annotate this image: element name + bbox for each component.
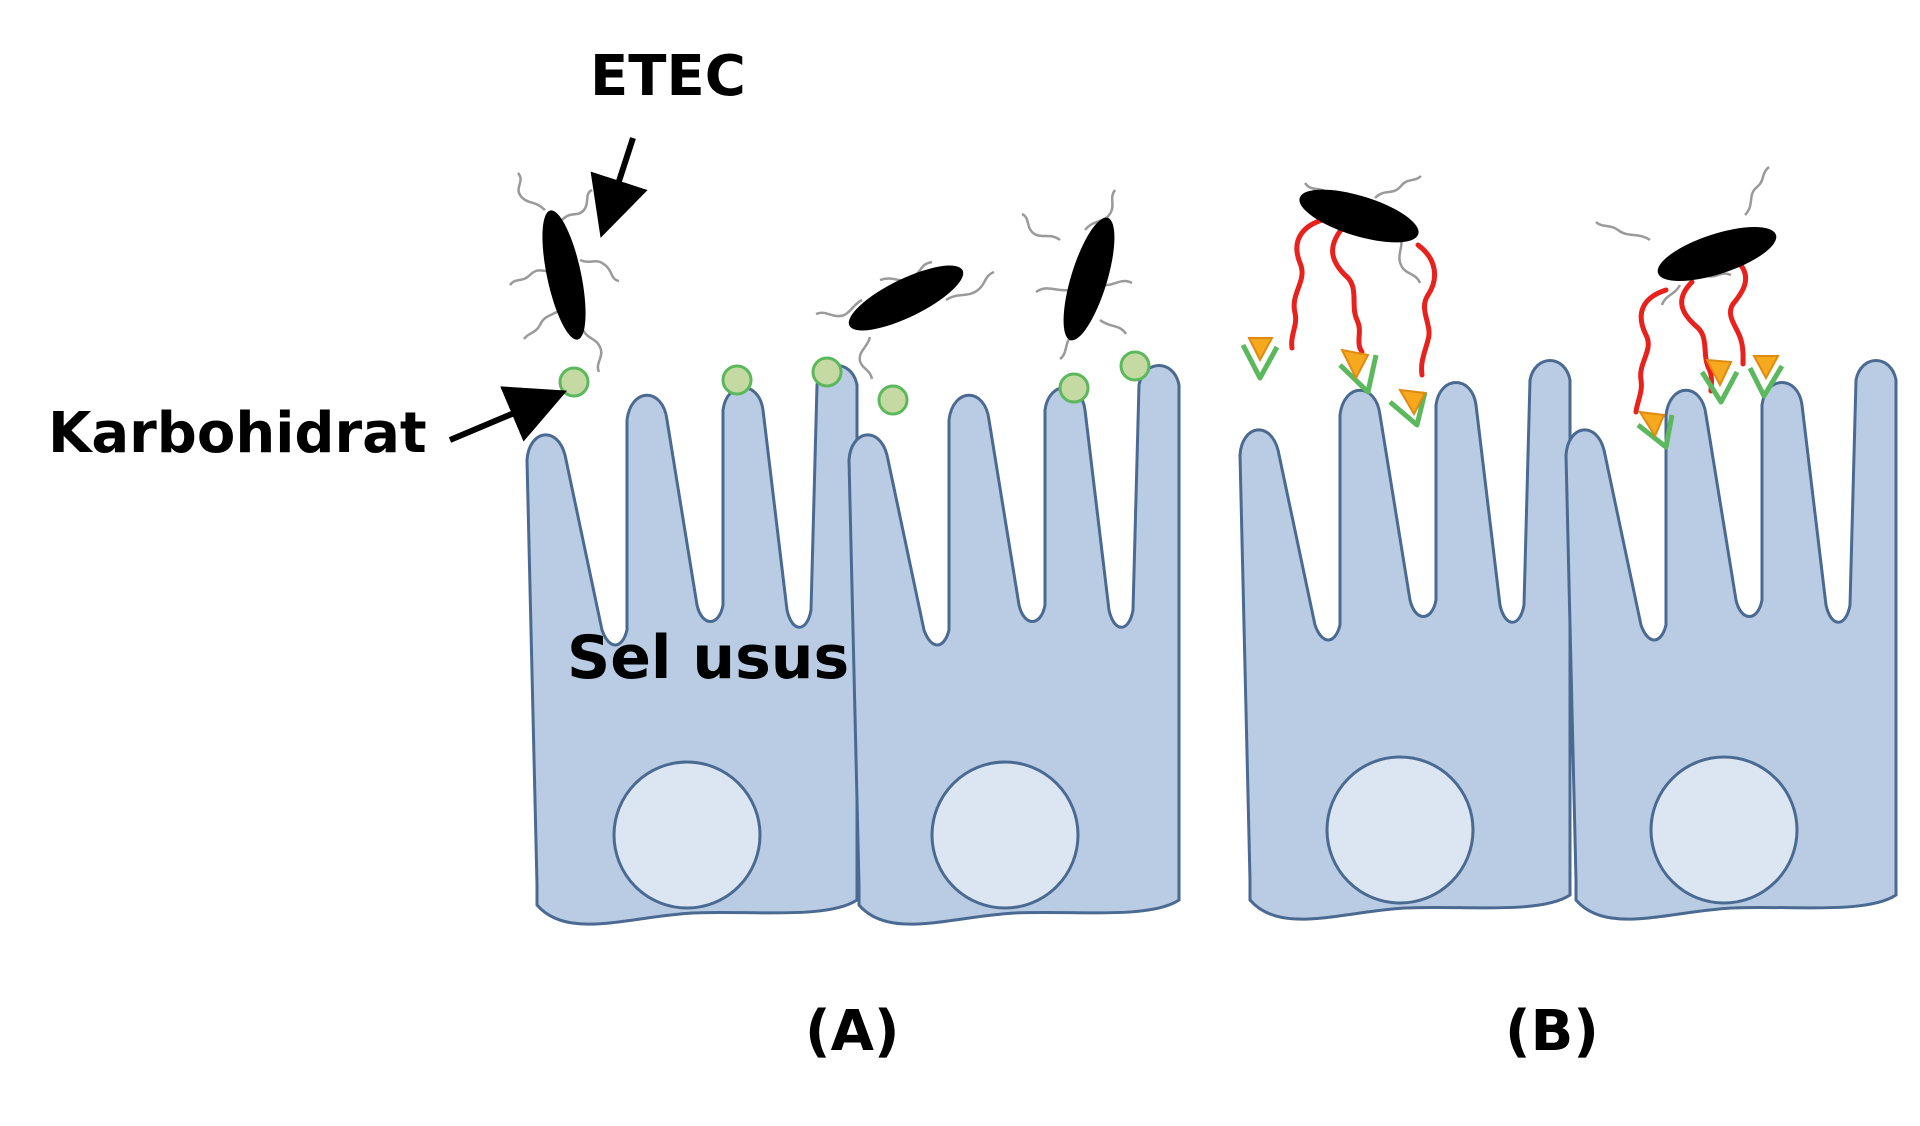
nucleus-b1 (1325, 755, 1475, 905)
carbohydrate-group-a (558, 350, 1151, 416)
bound-complex (1338, 348, 1379, 395)
etec-bacterium (542, 210, 586, 340)
carbohydrate (811, 356, 843, 388)
bound-complex (1636, 410, 1675, 450)
antibody-chains (1289, 215, 1749, 415)
etec-bacterium (1063, 217, 1115, 341)
flagella-group-a (509, 172, 1133, 380)
panel-a-label: (A) (805, 999, 900, 1064)
etec-label: ETEC (590, 44, 746, 109)
sel-usus-label: Sel usus (567, 623, 849, 693)
bacteria-group-b (1299, 189, 1777, 281)
etec-bacterium (1657, 227, 1777, 281)
etec-bacterium (1299, 189, 1419, 243)
bound-complex (1388, 388, 1428, 428)
carbohydrate (558, 366, 590, 398)
bound-complex (1747, 355, 1785, 399)
panel-b-label: (B) (1505, 999, 1599, 1064)
carbohydrate (721, 364, 753, 396)
karbohidrat-label: Karbohidrat (48, 401, 427, 466)
bound-complex (1699, 358, 1740, 405)
bound-complex (1240, 337, 1280, 381)
nucleus-a2 (930, 760, 1080, 910)
etec-pointer (590, 137, 648, 238)
nucleus-b2 (1649, 755, 1799, 905)
panel-a (509, 172, 1181, 926)
nucleus-a1 (612, 760, 762, 910)
karbohidrat-pointer (448, 386, 568, 443)
carbohydrate (1119, 350, 1151, 382)
carbohydrate (1058, 372, 1090, 404)
carbohydrate (877, 384, 909, 416)
bacteria-group-a (542, 210, 1115, 341)
panel-b (1238, 166, 1898, 921)
etec-bacterium (848, 265, 964, 331)
bound-complex-group (1240, 337, 1785, 450)
